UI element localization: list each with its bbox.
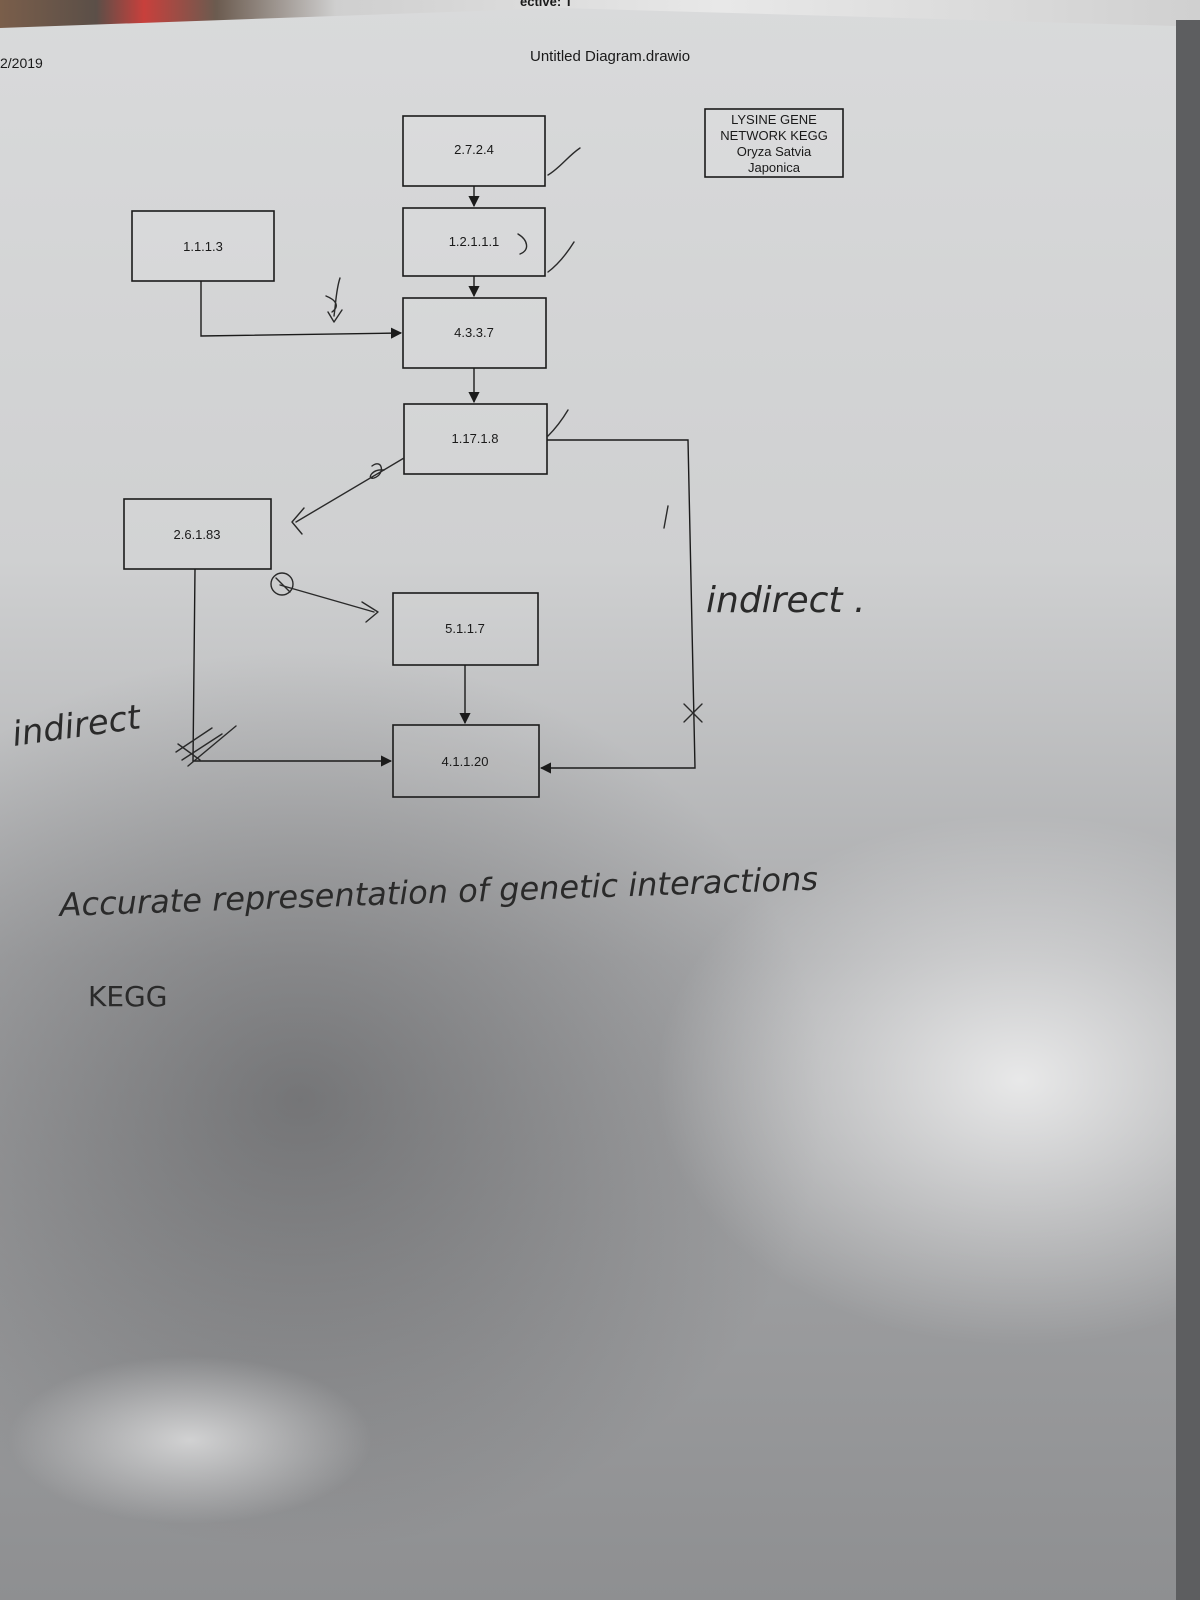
cross-mark: [683, 703, 703, 723]
hand-scribble: [369, 463, 385, 479]
node-label: 2.6.1.83: [174, 527, 221, 542]
node-1-2-1-1-1: 1.2.1.1.1: [402, 207, 546, 277]
check-mark: [547, 241, 575, 273]
edge-26183-to-41120: [192, 568, 393, 767]
node-1-17-1-8: 1.17.1.8: [403, 403, 548, 475]
legend-line-1: LYSINE GENE: [731, 112, 817, 127]
pen-curve: [517, 233, 528, 255]
inhibition-circle: [270, 572, 294, 596]
legend-line-4: Japonica: [748, 160, 801, 175]
check-mark: [547, 147, 581, 176]
pen-stroke: [663, 505, 669, 529]
hand-arrow-scribble: [325, 277, 343, 323]
handwritten-caption: Accurate representation of genetic inter…: [57, 860, 819, 925]
hand-drawn-arrow-11718-to-26183: [291, 457, 405, 535]
hand-drawn-arrow-26183-to-5117: [279, 584, 379, 623]
edge-11718-to-41120: [539, 439, 696, 774]
node-5-1-1-7: 5.1.1.7: [392, 592, 539, 666]
page-title: Untitled Diagram.drawio: [530, 48, 690, 65]
paper-edge-shadow: [1176, 20, 1200, 1600]
check-mark: [547, 409, 569, 437]
annotation-indirect-left: indirect: [10, 697, 145, 755]
node-label: 4.1.1.20: [442, 754, 489, 769]
underlying-page-fragment: ective: T: [520, 0, 573, 9]
node-1-1-1-3: 1.1.1.3: [131, 210, 275, 282]
edge-1113-to-4337: [200, 281, 403, 339]
inhibition-slash: [275, 577, 291, 593]
node-label: 2.7.2.4: [454, 142, 494, 157]
print-date: 2/2019: [0, 55, 43, 71]
node-label: 1.17.1.8: [452, 431, 499, 446]
node-4-3-3-7: 4.3.3.7: [402, 297, 547, 369]
node-4-1-1-20: 4.1.1.20: [392, 724, 540, 798]
node-label: 5.1.1.7: [445, 621, 485, 636]
node-label: 1.1.1.3: [183, 239, 223, 254]
annotation-indirect-right: indirect .: [706, 580, 865, 621]
node-2-6-1-83: 2.6.1.83: [123, 498, 272, 570]
handwritten-kegg: KEGG: [88, 980, 167, 1013]
cross-out-scribble: [175, 725, 237, 767]
node-2-7-2-4: 2.7.2.4: [402, 115, 546, 187]
legend-line-3: Oryza Satvia: [737, 144, 812, 159]
node-label: 1.2.1.1.1: [449, 234, 500, 249]
node-label: 4.3.3.7: [454, 325, 494, 340]
legend-line-2: NETWORK KEGG: [720, 128, 828, 143]
legend-box: LYSINE GENE NETWORK KEGG Oryza Satvia Ja…: [704, 108, 844, 178]
